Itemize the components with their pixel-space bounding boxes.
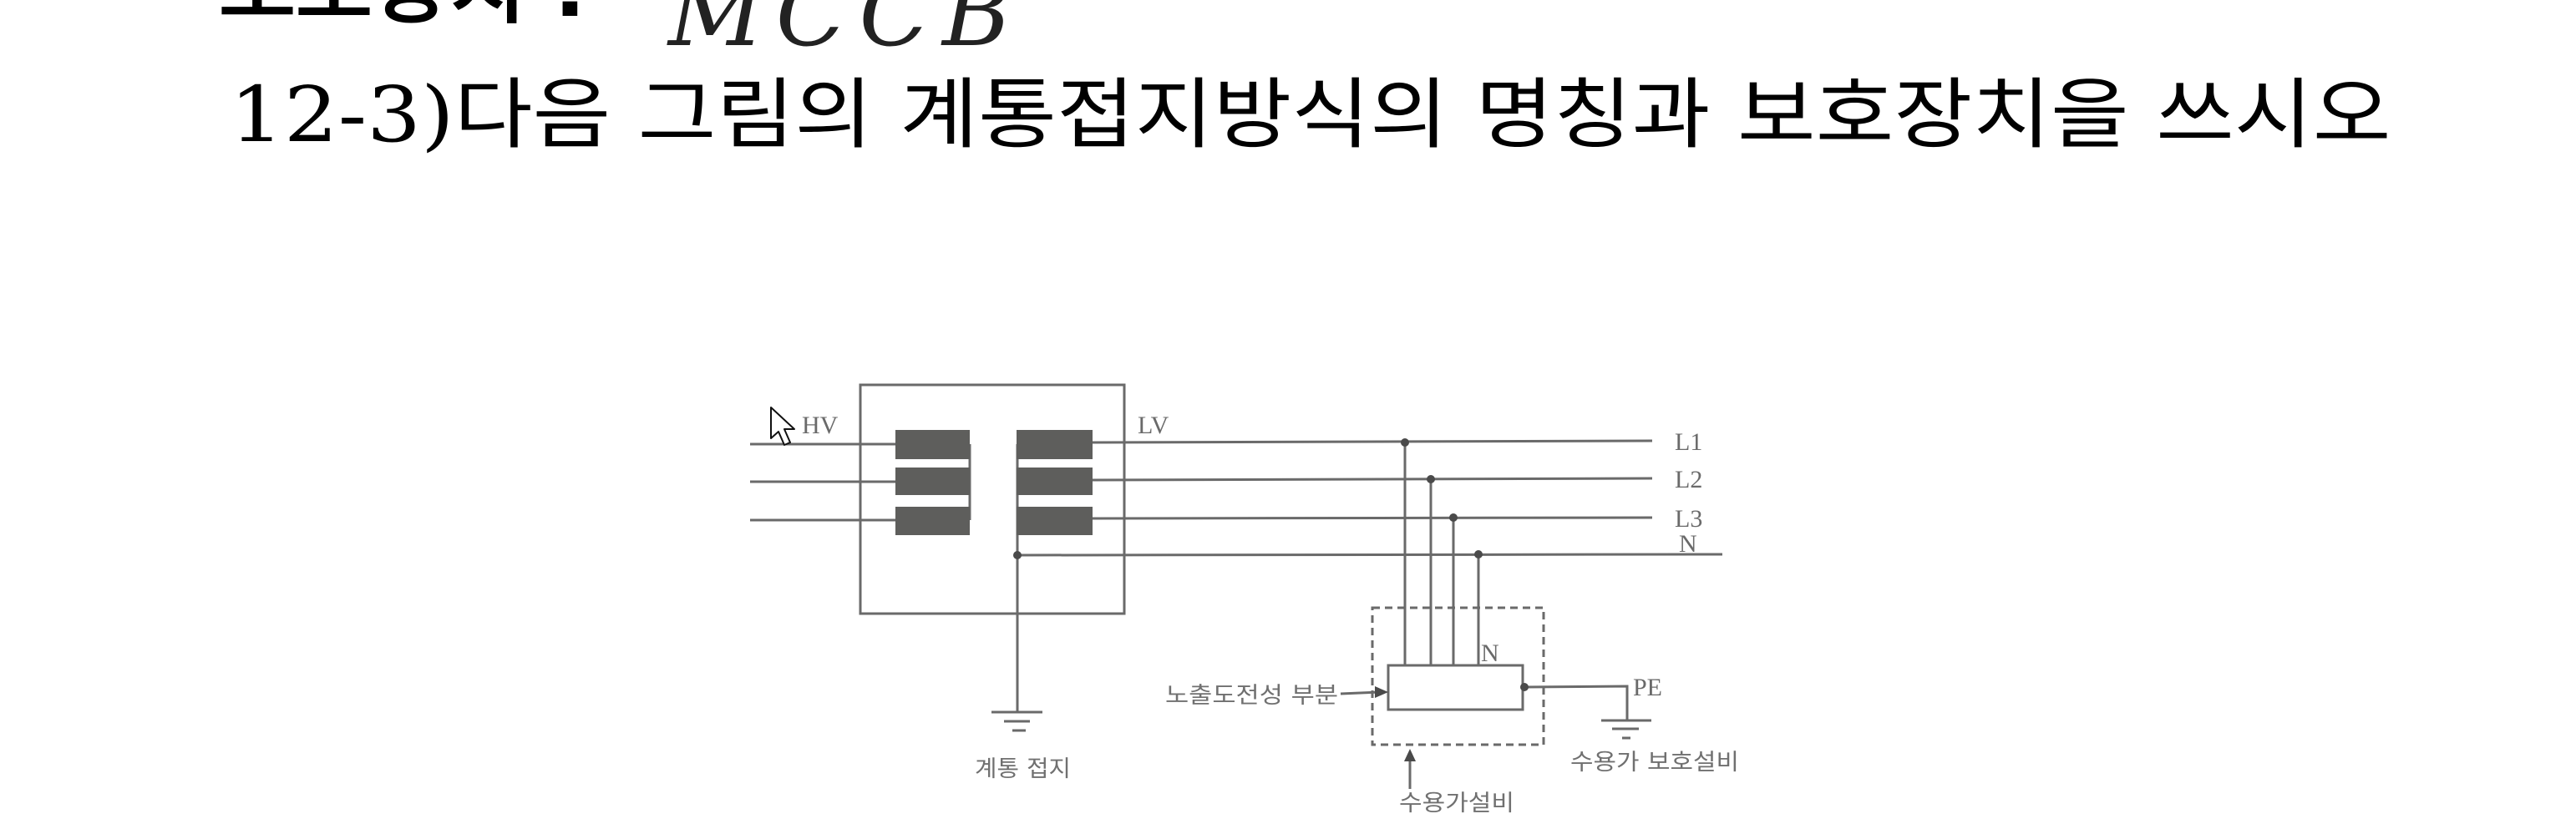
- exposed-part-arrowhead: [1375, 686, 1388, 698]
- line-N: [1017, 553, 1723, 557]
- equipment-n-label: N: [1481, 639, 1499, 667]
- line-L2: [1092, 477, 1653, 482]
- lv-coil-3: [1017, 507, 1093, 535]
- protective-ground-icon: [1601, 719, 1651, 740]
- hv-coil-3: [895, 507, 970, 535]
- system-ground-label: 계통 접지: [975, 756, 1071, 782]
- question-title: 12-3)다음 그림의 계통접지방식의 명칭과 보호장치을 쓰시오: [230, 70, 2391, 159]
- pe-conductor: [1524, 685, 1629, 720]
- previous-answer-separator: :: [553, 0, 586, 34]
- lv-coil-1: [1017, 430, 1093, 459]
- system-ground-icon: [991, 710, 1042, 732]
- neutral-junction-dot: [1013, 551, 1022, 559]
- equipment-box: [1387, 664, 1524, 711]
- junction-dot-L2: [1427, 475, 1435, 483]
- hv-label: HV: [802, 412, 839, 439]
- label-L2: L2: [1675, 466, 1702, 493]
- handwritten-answer: MCCB: [668, 0, 1023, 68]
- lv-label: LV: [1138, 412, 1169, 439]
- label-L1: L1: [1675, 428, 1702, 456]
- exposed-conductive-part-label: 노출도전성 부분: [1165, 683, 1338, 709]
- installation-label: 수용가설비: [1399, 791, 1514, 816]
- previous-answer-label: 보호장치: [219, 0, 526, 34]
- pe-label: PE: [1633, 674, 1662, 701]
- installation-boundary: [1371, 606, 1545, 746]
- hv-coil-1: [895, 430, 970, 459]
- label-N: N: [1679, 530, 1697, 558]
- transformer-enclosure: [859, 383, 1126, 615]
- previous-answer-line: 보호장치:: [219, 0, 586, 28]
- protective-equipment-label: 수용가 보호설비: [1570, 750, 1739, 776]
- label-L3: L3: [1675, 505, 1702, 533]
- transformer-coils: [895, 430, 1093, 535]
- lv-coil-2: [1017, 468, 1093, 495]
- mouse-cursor-icon: [770, 407, 795, 446]
- hv-coil-2: [895, 468, 970, 495]
- line-L1: [1092, 439, 1653, 444]
- pe-terminal-dot: [1520, 683, 1529, 691]
- junction-dot-L1: [1401, 438, 1409, 447]
- junction-dot-N: [1474, 550, 1483, 559]
- junction-dot-L3: [1449, 513, 1458, 522]
- exposed-part-arrow-line: [1340, 690, 1381, 695]
- installation-arrowhead: [1404, 749, 1416, 761]
